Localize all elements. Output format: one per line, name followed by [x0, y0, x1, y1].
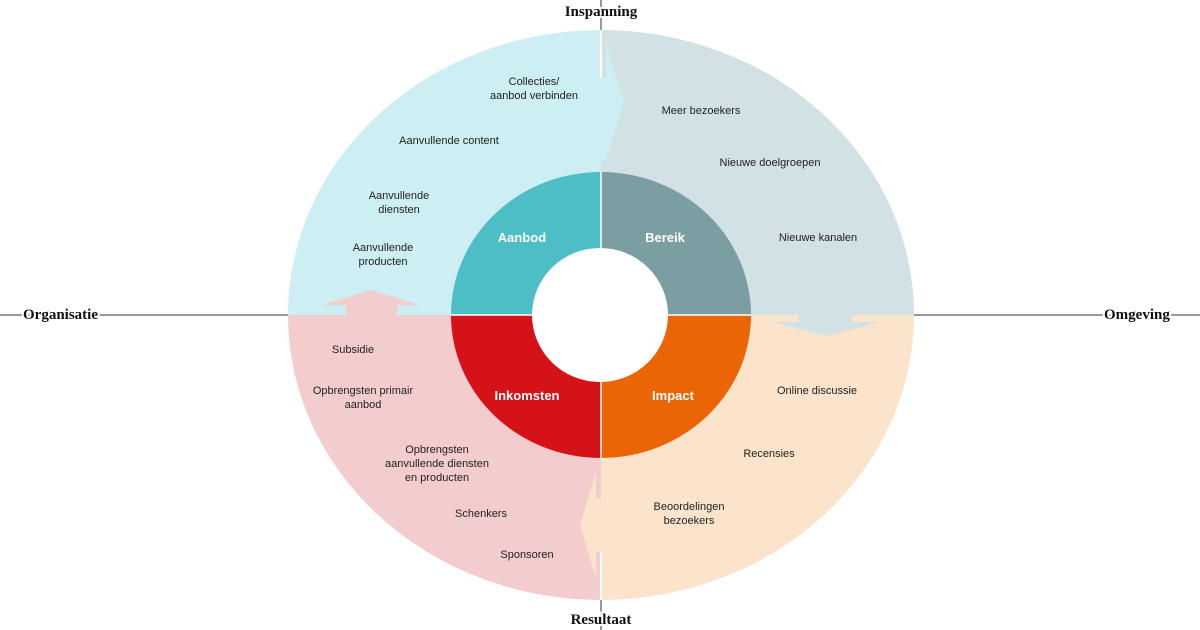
axis-label-bottom: Resultaat [571, 612, 632, 628]
item-line: producten [359, 256, 408, 268]
inkomsten-item: Opbrengsten primair aanbod [313, 385, 414, 411]
inkomsten-item: Opbrengsten aanvullende diensten en produc… [385, 444, 489, 484]
item-line: Opbrengsten primair [313, 385, 414, 397]
item-line: Nieuwe kanalen [779, 232, 857, 244]
item-line: Online discussie [777, 385, 857, 397]
item-line: aanbod [345, 399, 382, 411]
item-line: Recensies [743, 448, 795, 460]
bereik-item: Nieuwe doelgroepen [720, 157, 821, 169]
axis-label-right: Omgeving [1104, 307, 1170, 323]
item-line: Aanvullende content [399, 135, 499, 147]
impact-item: Beoordelingen bezoekers [654, 501, 725, 527]
arrow-right-icon [601, 45, 624, 160]
impact-item: Online discussie [777, 385, 857, 397]
aanbod-item: Aanvullende content [399, 135, 499, 147]
item-line: en producten [405, 472, 469, 484]
label-aanbod: Aanbod [498, 230, 546, 245]
label-bereik: Bereik [645, 230, 686, 245]
item-line: Collecties/ [509, 76, 561, 88]
inkomsten-item: Sponsoren [500, 549, 553, 561]
impact-item: Recensies [743, 448, 795, 460]
item-line: aanvullende diensten [385, 458, 489, 470]
label-impact: Impact [652, 388, 695, 403]
item-line: Sponsoren [500, 549, 553, 561]
label-inkomsten: Inkomsten [494, 388, 559, 403]
bereik-item: Nieuwe kanalen [779, 232, 857, 244]
arrow-down-icon [772, 315, 880, 336]
item-line: Aanvullende [353, 242, 414, 254]
item-line: aanbod verbinden [490, 90, 578, 102]
aanbod-item: Aanvullende diensten [369, 190, 430, 216]
item-line: Meer bezoekers [662, 105, 741, 117]
item-line: Subsidie [332, 344, 374, 356]
bereik-item: Meer bezoekers [662, 105, 741, 117]
aanbod-item: Aanvullende producten [353, 242, 414, 268]
item-line: Aanvullende [369, 190, 430, 202]
item-line: bezoekers [664, 515, 715, 527]
item-line: Nieuwe doelgroepen [720, 157, 821, 169]
axis-label-top: Inspanning [565, 4, 638, 20]
inkomsten-item: Schenkers [455, 508, 507, 520]
axis-label-left: Organisatie [23, 307, 98, 323]
aanbod-item: Collecties/aanbod verbinden [490, 76, 578, 102]
item-line: diensten [378, 204, 420, 216]
center-hole [532, 248, 668, 382]
item-line: Opbrengsten [405, 444, 469, 456]
item-line: Beoordelingen [654, 501, 725, 513]
arrow-left-icon [580, 472, 601, 578]
arrow-up-icon [322, 290, 420, 315]
inkomsten-item: Subsidie [332, 344, 374, 356]
item-line: Schenkers [455, 508, 507, 520]
